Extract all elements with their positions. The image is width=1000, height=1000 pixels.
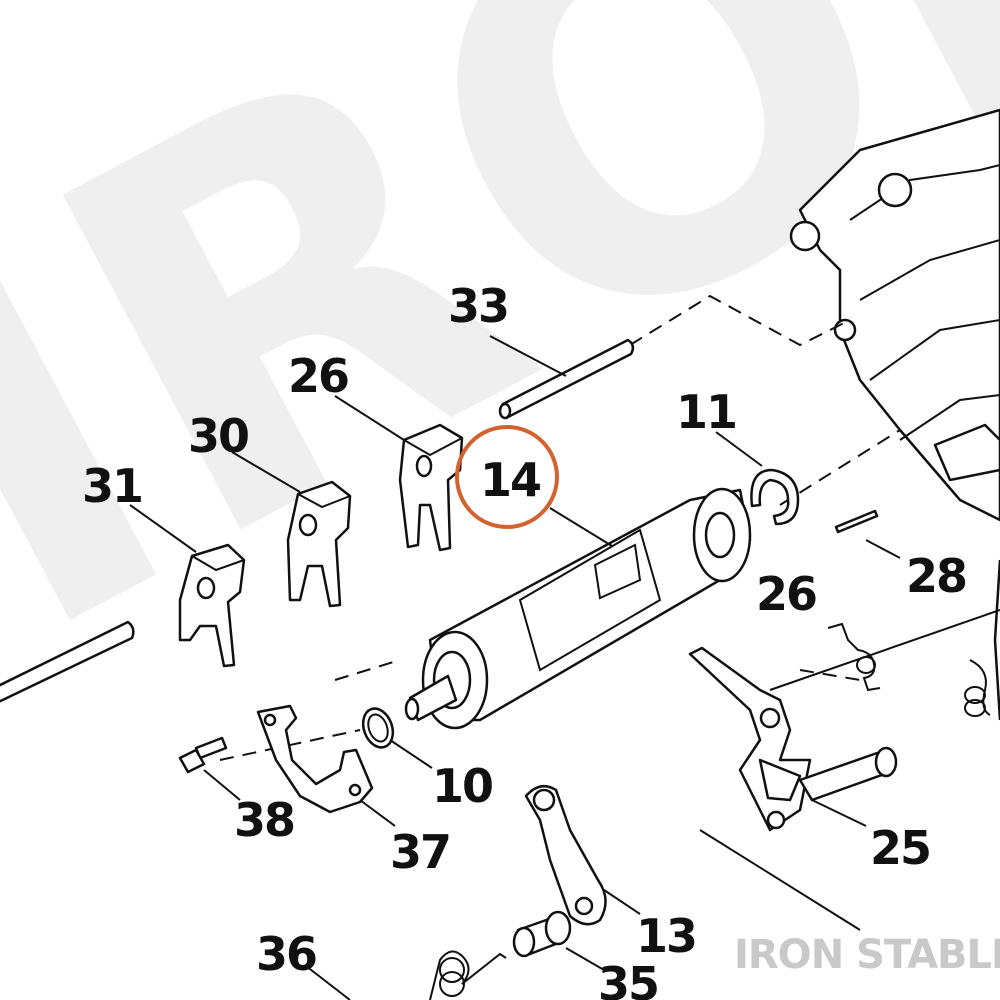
brand-logo-text: IRON STABLE <box>734 932 1000 978</box>
callout-25: 25 <box>870 821 930 875</box>
callout-11: 11 <box>676 385 736 439</box>
callout-37: 37 <box>390 825 450 879</box>
spring-right <box>964 659 991 717</box>
callout-labels: 33 26 30 31 11 14 28 26 10 38 37 25 13 3… <box>82 279 968 1000</box>
shift-drum-14 <box>404 487 752 730</box>
spring-26 <box>827 622 881 692</box>
callout-35: 35 <box>598 957 658 1000</box>
callout-26-lower: 26 <box>756 567 816 621</box>
callout-13: 13 <box>636 909 696 963</box>
pin-28 <box>834 509 879 534</box>
lever-13 <box>524 784 607 926</box>
leader-lines <box>129 335 901 1000</box>
callout-36: 36 <box>256 927 316 981</box>
callout-31: 31 <box>82 459 142 513</box>
plate-37 <box>256 704 374 814</box>
shift-rod-33 <box>498 338 635 420</box>
callout-10: 10 <box>432 759 492 813</box>
shifter-shaft-25 <box>688 646 898 832</box>
bushing-35 <box>512 910 572 958</box>
shift-fork-26 <box>398 423 464 552</box>
bolt-38 <box>178 736 228 774</box>
shift-fork-30 <box>286 480 352 608</box>
torsion-spring <box>429 950 507 1000</box>
shift-fork-31 <box>178 543 246 668</box>
callout-26: 26 <box>288 349 348 403</box>
callout-30: 30 <box>188 409 248 463</box>
transmission-housing <box>789 108 1000 721</box>
callout-38: 38 <box>234 793 294 847</box>
highlight-ring <box>455 425 559 529</box>
circlip-11 <box>750 468 800 526</box>
callout-14: 14 <box>480 453 540 507</box>
o-ring-10 <box>361 707 395 749</box>
callout-28: 28 <box>906 549 966 603</box>
shift-rail <box>0 620 135 703</box>
callout-33: 33 <box>448 279 508 333</box>
